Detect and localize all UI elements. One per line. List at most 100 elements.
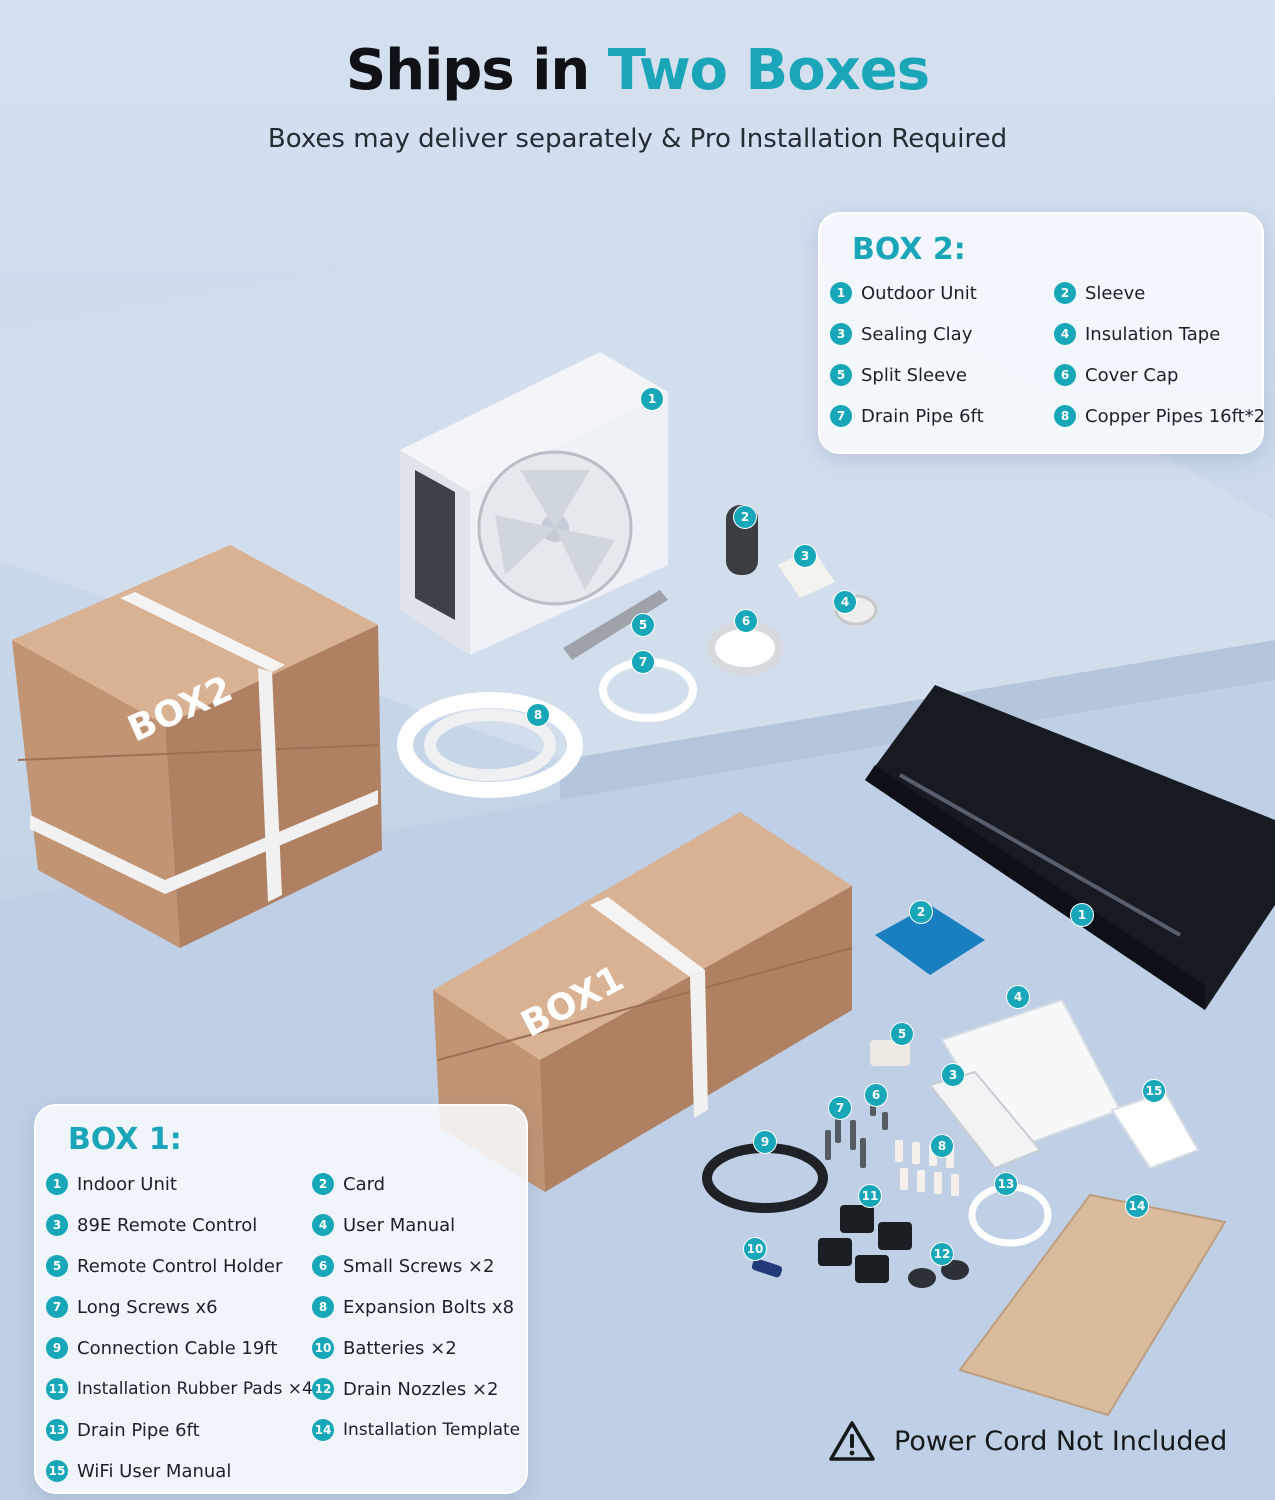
box1-marker-connection-cable: 9	[753, 1130, 777, 1154]
split-sleeve-item	[563, 590, 668, 660]
item-number-badge: 1	[46, 1173, 68, 1195]
box1-contents-panel: BOX 1: 1 Indoor Unit 2 Card 3 89E Remote Co…	[34, 1104, 528, 1494]
box2-marker-sealing-clay: 3	[793, 544, 817, 568]
sealing-clay-item	[778, 548, 835, 598]
box1-marker-user-manual: 4	[1006, 985, 1030, 1009]
box1-list-item: 2 Card	[312, 1173, 385, 1195]
item-label: Indoor Unit	[77, 1173, 177, 1195]
box1-carton: BOX1	[433, 812, 853, 1192]
installation-template-item	[958, 1193, 1227, 1417]
outdoor-unit	[400, 352, 668, 655]
box1-marker-remote-control: 3	[941, 1063, 965, 1087]
box2-marker-insulation-tape: 4	[833, 590, 857, 614]
item-number-badge: 3	[46, 1214, 68, 1236]
item-number-badge: 3	[830, 323, 852, 345]
drain-nozzles-item	[908, 1268, 936, 1288]
box1-marker-small-screws: 6	[864, 1083, 888, 1107]
box1-marker-long-screws: 7	[828, 1096, 852, 1120]
notice-text: Power Cord Not Included	[894, 1425, 1228, 1457]
item-number-badge: 15	[46, 1460, 68, 1482]
item-label: Batteries ×2	[343, 1337, 457, 1359]
box1-marker-remote-holder: 5	[890, 1022, 914, 1046]
box2-list-item: 3 Sealing Clay	[830, 323, 972, 345]
box2-list-item: 7 Drain Pipe 6ft	[830, 405, 984, 427]
item-number-badge: 7	[830, 405, 852, 427]
box2-marker-sleeve: 2	[733, 505, 757, 529]
box2-marker-cover-cap: 6	[734, 609, 758, 633]
box2-carton: BOX2	[12, 545, 382, 948]
box1-list-item: 11 Installation Rubber Pads ×4	[46, 1378, 313, 1400]
item-number-badge: 8	[312, 1296, 334, 1318]
item-number-badge: 13	[46, 1419, 68, 1441]
box1-marker-rubber-pads: 11	[858, 1184, 882, 1208]
box1-marker-installation-template: 14	[1125, 1194, 1149, 1218]
box2-marker-outdoor-unit: 1	[640, 387, 664, 411]
item-label: Sleeve	[1085, 282, 1146, 304]
item-label: 89E Remote Control	[77, 1214, 258, 1236]
item-number-badge: 6	[1054, 364, 1076, 386]
item-label: Drain Nozzles ×2	[343, 1378, 499, 1400]
subheadline: Boxes may deliver separately & Pro Insta…	[267, 124, 1008, 154]
item-number-badge: 4	[1054, 323, 1076, 345]
item-number-badge: 5	[46, 1255, 68, 1277]
item-label: Sealing Clay	[861, 323, 973, 345]
item-number-badge: 11	[46, 1378, 68, 1400]
remote-holder-item	[870, 1040, 910, 1066]
warning-triangle-icon	[828, 1420, 876, 1462]
box1-list-item: 12 Drain Nozzles ×2	[312, 1378, 499, 1400]
box2-list-item: 5 Split Sleeve	[830, 364, 967, 386]
item-number-badge: 2	[312, 1173, 334, 1195]
headline: Ships in Two Boxes	[0, 38, 1275, 103]
box1-marker-batteries: 10	[743, 1237, 767, 1261]
item-label: Copper Pipes 16ft*2	[1085, 405, 1266, 427]
box1-list-item: 5 Remote Control Holder	[46, 1255, 282, 1277]
item-label: Expansion Bolts x8	[343, 1296, 515, 1318]
box2-marker-split-sleeve: 5	[631, 613, 655, 637]
box1-heading: BOX 1:	[68, 1122, 182, 1157]
item-label: Installation Rubber Pads ×4	[77, 1379, 313, 1399]
item-label: Small Screws ×2	[343, 1255, 495, 1277]
item-label: Connection Cable 19ft	[77, 1337, 278, 1359]
copper-pipes-item	[397, 692, 583, 798]
box1-list-item: 8 Expansion Bolts x8	[312, 1296, 514, 1318]
item-label: Installation Template	[343, 1420, 521, 1440]
item-number-badge: 12	[312, 1378, 334, 1400]
box1-marker-indoor-unit: 1	[1070, 903, 1094, 927]
box1-marker-card: 2	[909, 900, 933, 924]
headline-part1: Ships in	[345, 38, 608, 103]
item-number-badge: 1	[830, 282, 852, 304]
item-label: Card	[343, 1173, 386, 1195]
box1-marker-drain-nozzles: 12	[930, 1242, 954, 1266]
item-label: Long Screws x6	[77, 1296, 218, 1318]
headline-accent: Two Boxes	[607, 38, 930, 103]
item-number-badge: 6	[312, 1255, 334, 1277]
item-label: Insulation Tape	[1085, 323, 1221, 345]
box1-list-item: 9 Connection Cable 19ft	[46, 1337, 277, 1359]
card-item	[875, 905, 985, 975]
box1-marker-expansion-bolts: 8	[930, 1134, 954, 1158]
item-label: Remote Control Holder	[77, 1255, 283, 1277]
box2-list-item: 4 Insulation Tape	[1054, 323, 1220, 345]
item-number-badge: 5	[830, 364, 852, 386]
item-label: Drain Pipe 6ft	[861, 405, 984, 427]
indoor-unit	[865, 685, 1275, 1010]
box1-marker-drain-pipe: 13	[994, 1172, 1018, 1196]
item-number-badge: 9	[46, 1337, 68, 1359]
item-label: Split Sleeve	[861, 364, 967, 386]
box1-marker-wifi-manual: 15	[1142, 1079, 1166, 1103]
item-number-badge: 14	[312, 1419, 334, 1441]
box2-marker-drain-pipe: 7	[631, 650, 655, 674]
item-label: User Manual	[343, 1214, 456, 1236]
box1-list-item: 3 89E Remote Control	[46, 1214, 257, 1236]
